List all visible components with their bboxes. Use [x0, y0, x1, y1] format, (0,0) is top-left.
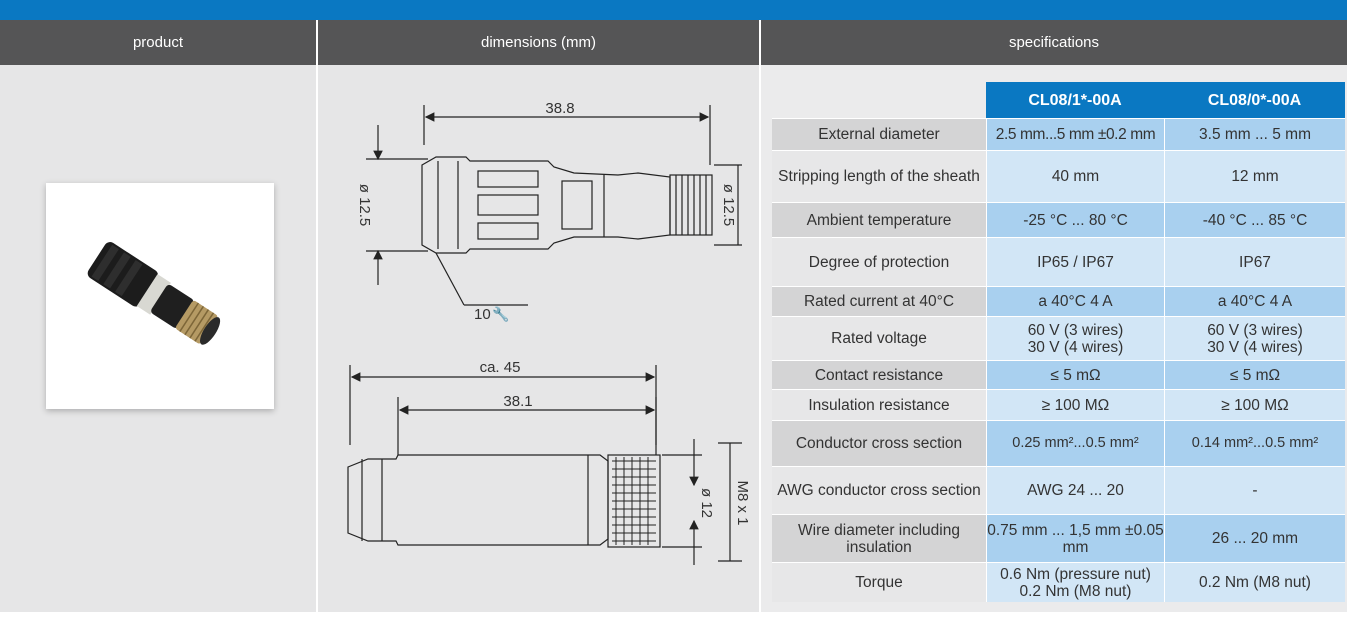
dim-wrench-size: 10: [474, 306, 491, 323]
row-value-2: 0.14 mm²...0.5 mm²: [1164, 420, 1345, 466]
row-value-2: ≥ 100 MΩ: [1164, 389, 1345, 420]
header-specifications: specifications: [759, 20, 1347, 65]
row-label: Contact resistance: [772, 360, 986, 389]
row-value-1: AWG 24 ... 20: [986, 466, 1164, 514]
table-row: Wire diameter including insulation 0.75 …: [772, 514, 1345, 562]
row-label: Rated voltage: [772, 316, 986, 360]
row-label: Torque: [772, 562, 986, 602]
value-line: 0.2 Nm (M8 nut): [1019, 582, 1132, 600]
row-value-2: IP67: [1164, 237, 1345, 286]
row-value-1: IP65 / IP67: [986, 237, 1164, 286]
row-value-1: ≤ 5 mΩ: [986, 360, 1164, 389]
spec-header-blank: [772, 82, 986, 118]
row-value-2: 3.5 mm ... 5 mm: [1164, 118, 1345, 150]
row-value-1: 0.75 mm ... 1,5 mm ±0.05 mm: [986, 514, 1164, 562]
dimensions-column: [318, 65, 759, 612]
dim-thread: M8 x 1: [734, 480, 751, 525]
product-photo: [46, 183, 274, 409]
row-label: External diameter: [772, 118, 986, 150]
row-value-2: 60 V (3 wires) 30 V (4 wires): [1164, 316, 1345, 360]
value-line: 60 V (3 wires): [1207, 321, 1303, 339]
value-line: 60 V (3 wires): [1027, 321, 1124, 339]
row-value-2: -40 °C ... 85 °C: [1164, 202, 1345, 237]
dim-right-diameter: ø 12.5: [720, 184, 737, 227]
table-row: Torque 0.6 Nm (pressure nut) 0.2 Nm (M8 …: [772, 562, 1345, 602]
row-value-1: -25 °C ... 80 °C: [986, 202, 1164, 237]
value-line: 30 V (4 wires): [1027, 338, 1124, 356]
row-value-1: 60 V (3 wires) 30 V (4 wires): [986, 316, 1164, 360]
table-row: External diameter 2.5 mm...5 mm ±0.2 mm …: [772, 118, 1345, 150]
specifications-table: CL08/1*-00A CL08/0*-00A External diamete…: [772, 82, 1345, 602]
row-value-2: -: [1164, 466, 1345, 514]
row-value-1: a 40°C 4 A: [986, 286, 1164, 316]
row-label: AWG conductor cross section: [772, 466, 986, 514]
table-row: Rated current at 40°C a 40°C 4 A a 40°C …: [772, 286, 1345, 316]
dim-top-length: 38.8: [545, 100, 574, 117]
table-header: product dimensions (mm) specifications: [0, 20, 1347, 65]
connector-image: [87, 242, 221, 345]
row-value-2: 12 mm: [1164, 150, 1345, 202]
table-row: Insulation resistance ≥ 100 MΩ ≥ 100 MΩ: [772, 389, 1345, 420]
row-value-1: ≥ 100 MΩ: [986, 389, 1164, 420]
value-line: 30 V (4 wires): [1207, 338, 1303, 356]
dim-total-length: ca. 45: [480, 359, 521, 376]
row-label: Degree of protection: [772, 237, 986, 286]
row-value-2: 0.2 Nm (M8 nut): [1164, 562, 1345, 602]
row-label: Ambient temperature: [772, 202, 986, 237]
dimension-drawing: 38.8 ø 12.5 ø 12.5 10 🔧: [318, 65, 759, 617]
header-dimensions: dimensions (mm): [316, 20, 759, 65]
row-value-1: 0.25 mm²...0.5 mm²: [986, 420, 1164, 466]
row-label: Insulation resistance: [772, 389, 986, 420]
row-label: Stripping length of the sheath: [772, 150, 986, 202]
spec-header-row: CL08/1*-00A CL08/0*-00A: [772, 82, 1345, 118]
wrench-icon: 🔧: [492, 305, 509, 323]
row-label: Wire diameter including insulation: [772, 514, 986, 562]
table-row: Contact resistance ≤ 5 mΩ ≤ 5 mΩ: [772, 360, 1345, 389]
table-row: Stripping length of the sheath 40 mm 12 …: [772, 150, 1345, 202]
dim-nut-diameter: ø 12: [698, 488, 715, 518]
table-row: Conductor cross section 0.25 mm²...0.5 m…: [772, 420, 1345, 466]
table-row: Rated voltage 60 V (3 wires) 30 V (4 wir…: [772, 316, 1345, 360]
table-row: Ambient temperature -25 °C ... 80 °C -40…: [772, 202, 1345, 237]
table-row: Degree of protection IP65 / IP67 IP67: [772, 237, 1345, 286]
spec-col2-header: CL08/0*-00A: [1164, 82, 1345, 118]
spec-col1-header: CL08/1*-00A: [986, 82, 1164, 118]
row-label: Conductor cross section: [772, 420, 986, 466]
row-value-2: a 40°C 4 A: [1164, 286, 1345, 316]
row-value-2: ≤ 5 mΩ: [1164, 360, 1345, 389]
table-row: AWG conductor cross section AWG 24 ... 2…: [772, 466, 1345, 514]
row-label: Rated current at 40°C: [772, 286, 986, 316]
row-value-1: 0.6 Nm (pressure nut) 0.2 Nm (M8 nut): [986, 562, 1164, 602]
top-accent-bar: [0, 0, 1347, 20]
row-value-1: 40 mm: [986, 150, 1164, 202]
header-product: product: [132, 34, 184, 51]
row-value-2: 26 ... 20 mm: [1164, 514, 1345, 562]
row-value-1: 2.5 mm...5 mm ±0.2 mm: [986, 118, 1164, 150]
dim-body-length: 38.1: [503, 393, 532, 410]
dim-left-diameter: ø 12.5: [356, 184, 373, 227]
value-line: 0.6 Nm (pressure nut): [1000, 565, 1151, 583]
